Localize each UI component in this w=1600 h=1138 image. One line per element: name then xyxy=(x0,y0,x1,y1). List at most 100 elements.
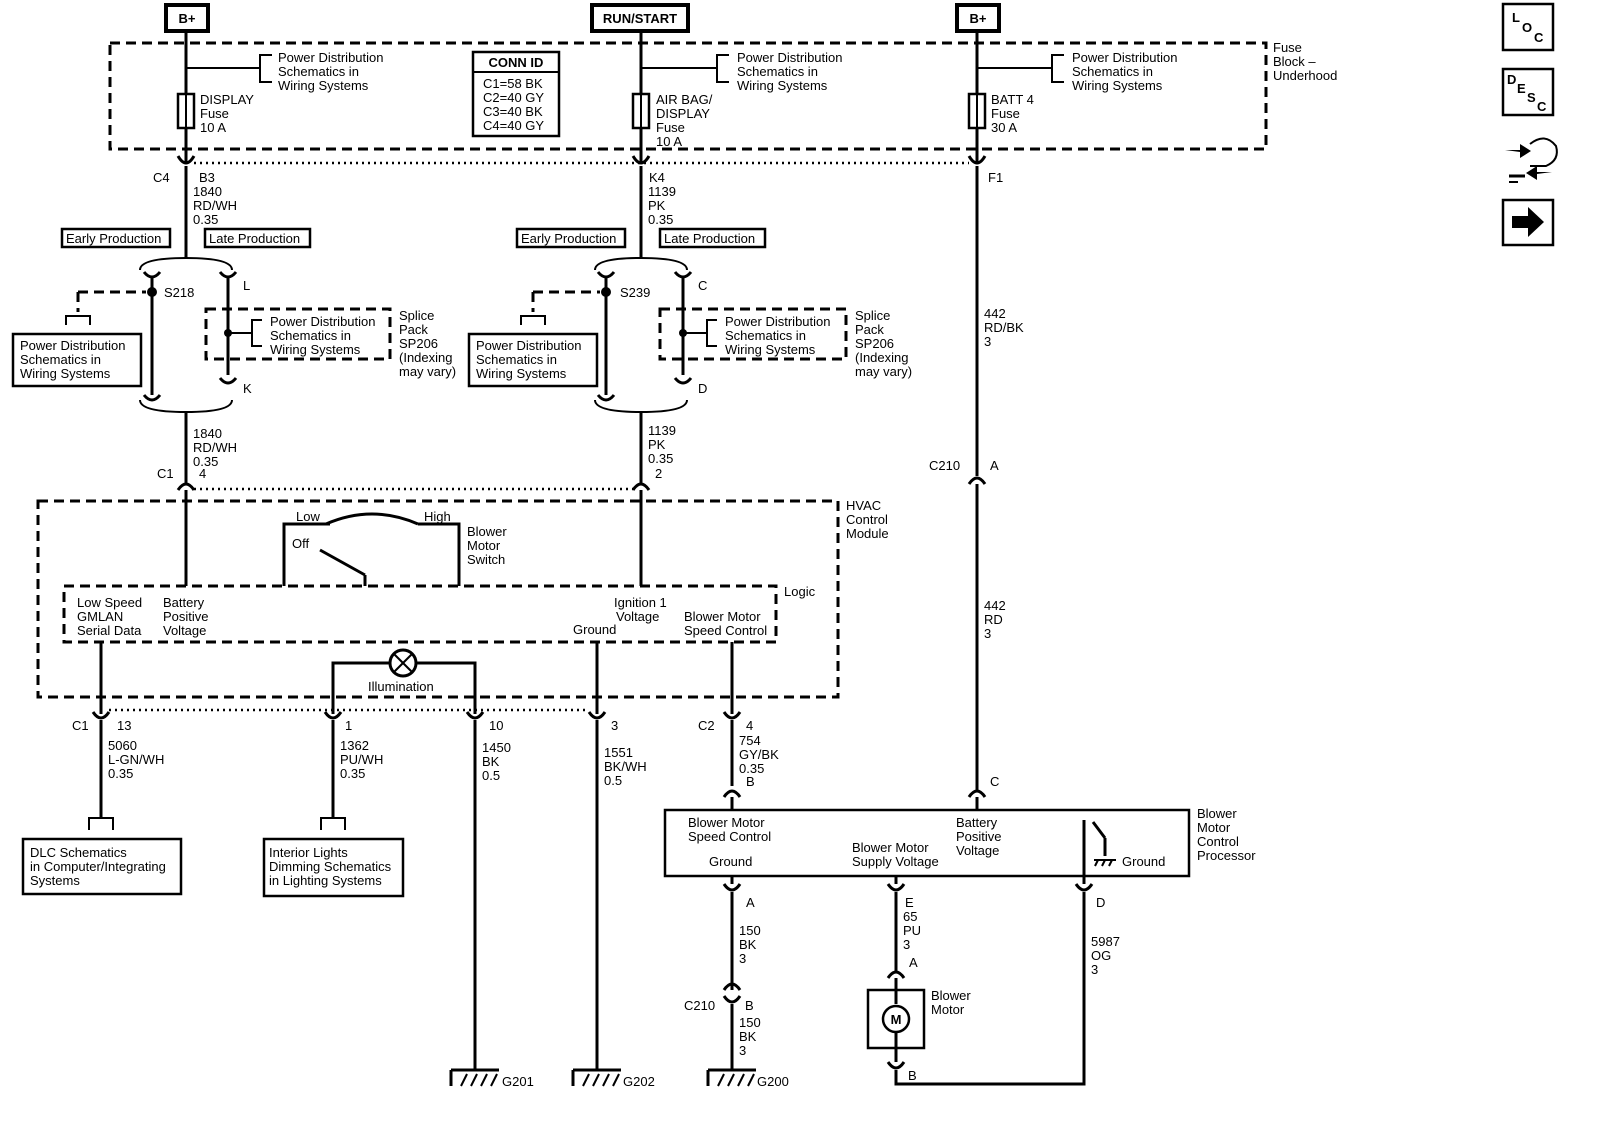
splice-pin-label: C xyxy=(698,278,707,293)
wire-442-bottom: 442 RD 3 xyxy=(984,598,1009,641)
svg-text:Blower Motor Switc: Blower Motor Switch xyxy=(467,524,510,567)
power-distribution-ref-splice-pack-right: Power Distribution Schematics in Wiring … xyxy=(725,314,834,357)
ground-label: G201 xyxy=(502,1074,534,1089)
logic-ignition-label: Ignition 1 Voltage xyxy=(614,595,670,624)
connector-pin-label: F1 xyxy=(988,170,1003,185)
splice-pin-label: K xyxy=(243,381,252,396)
connector-c4-b3 xyxy=(176,155,196,165)
connector-pin-label: 3 xyxy=(611,718,618,733)
next-arrow-icon[interactable] xyxy=(1501,198,1555,247)
connector-c1-pin10 xyxy=(465,711,485,720)
connector-pin-label: K4 xyxy=(649,170,665,185)
wire-1139-top: 1139 PK 0.35 xyxy=(648,184,680,227)
connector-pin-label: 1 xyxy=(345,718,352,733)
logic-speed-control-label: Blower Motor Speed Control xyxy=(684,609,767,638)
fuse-block-outline xyxy=(108,41,1268,151)
connector-c1-pin2 xyxy=(631,482,651,491)
svg-text:C1=58 BK C2=40 GY: C1=58 BK C2=40 GY C3=40 BK C4=40 GY xyxy=(483,76,547,133)
svg-text:C: C xyxy=(1534,30,1544,45)
power-label: RUN/START xyxy=(603,11,677,26)
loc-icon[interactable]: L O C xyxy=(1501,2,1555,52)
splice-pack-label-left: Splice Pack SP206 (Indexing may vary) xyxy=(399,308,456,379)
splice-pin-label: D xyxy=(698,381,707,396)
hvac-control-module-outline xyxy=(36,499,840,699)
power-distribution-ref-left-splice: Power Distribution Schematics in Wiring … xyxy=(11,332,143,388)
svg-text:Early Production: Early Production xyxy=(521,231,616,246)
connector-label: C4 xyxy=(153,170,170,185)
processor-speed-control-label: Blower Motor Speed Control xyxy=(688,815,771,844)
splice-s239-dot xyxy=(601,287,611,297)
power-distribution-ref-splice-pack-left: Power Distribution Schematics in Wiring … xyxy=(270,314,379,357)
conn-id-box: CONN ID C1=58 BK C2=40 GY C3=40 BK C4=40… xyxy=(471,50,561,138)
svg-text:Late Production: Late Production xyxy=(209,231,300,246)
connector-label: C210 xyxy=(684,998,715,1013)
svg-text:Interior Lights Dimming: Interior Lights Dimming Schematics in Li… xyxy=(269,845,395,888)
connector-pin-label: 2 xyxy=(655,466,662,481)
interior-lights-ref: Interior Lights Dimming Schematics in Li… xyxy=(262,837,405,898)
connector-label: C1 xyxy=(72,718,89,733)
connector-label: C210 xyxy=(929,458,960,473)
svg-text:D: D xyxy=(1507,72,1516,87)
early-production-label-left: Early Production xyxy=(60,227,172,249)
wire-1840-top: 1840 RD/WH 0.35 xyxy=(193,184,241,227)
logic-gmlan-label: Low Speed GMLAN Serial Data xyxy=(77,595,146,638)
wire-1450: 1450 BK 0.5 xyxy=(482,740,515,783)
late-production-label-right: Late Production xyxy=(658,227,767,249)
desc-icon[interactable]: D E S C xyxy=(1501,67,1555,117)
hvac-control-module-title: HVAC Control Module xyxy=(846,498,892,541)
connector-f1 xyxy=(967,155,987,165)
svg-text:Power Distribution Schem: Power Distribution Schematics in Wiring … xyxy=(20,338,129,381)
svg-text:Power Distribution Schem: Power Distribution Schematics in Wiring … xyxy=(278,50,387,93)
svg-text:Off: Off xyxy=(292,536,309,551)
svg-text:O: O xyxy=(1522,20,1532,35)
ground-label: G202 xyxy=(623,1074,655,1089)
processor-internal-ground-icon xyxy=(1082,820,1116,876)
connector-c210-a xyxy=(967,476,987,485)
connector-processor-a xyxy=(722,883,742,892)
svg-text:DLC Schematics in Comput: DLC Schematics in Computer/Integrating S… xyxy=(30,845,169,888)
wire-5060: 5060 L-GN/WH 0.35 xyxy=(108,738,168,781)
processor-ground-right-label: Ground xyxy=(1122,854,1165,869)
connector-processor-e xyxy=(886,883,906,892)
fuse-display: DISPLAY Fuse 10 A xyxy=(176,92,254,135)
ground-g201-icon: G201 xyxy=(449,1068,534,1089)
connector-label: C2 xyxy=(698,718,715,733)
connector-processor-b xyxy=(722,789,742,798)
svg-text:Late Production: Late Production xyxy=(664,231,755,246)
early-production-label-right: Early Production xyxy=(515,227,627,249)
svg-text:Blower Motor: Blower Motor xyxy=(931,988,974,1017)
wire-1551: 1551 BK/WH 0.5 xyxy=(604,745,650,788)
connector-c4-k4 xyxy=(631,155,651,165)
svg-text:L: L xyxy=(1512,10,1520,25)
power-label: B+ xyxy=(970,11,987,26)
connector-c1-pin4 xyxy=(176,482,196,491)
connector-pin-label: 4 xyxy=(746,718,753,733)
fuse-batt-4: BATT 4 Fuse 30 A xyxy=(967,92,1038,135)
processor-supply-voltage-label: Blower Motor Supply Voltage xyxy=(852,840,939,869)
connector-pin-label: B xyxy=(746,774,755,789)
illumination-lamp: Illumination xyxy=(331,648,477,714)
fuse-block-title: Fuse Block – Underhood xyxy=(1273,40,1337,83)
connector-c2-pin4 xyxy=(722,711,742,720)
splice-label: S239 xyxy=(620,285,650,300)
svg-text:Power Distribution Schem: Power Distribution Schematics in Wiring … xyxy=(1072,50,1181,93)
dlc-schematics-ref: DLC Schematics in Computer/Integrating S… xyxy=(21,837,183,896)
svg-text:M: M xyxy=(891,1012,902,1027)
power-distribution-ref-2: Power Distribution Schematics in Wiring … xyxy=(641,50,843,93)
connector-pin-label: C xyxy=(990,774,999,789)
wire-150-a: 150 BK 3 xyxy=(739,923,764,966)
connector-pin-label: B xyxy=(745,998,754,1013)
svg-text:S: S xyxy=(1527,90,1536,105)
svg-text:Power Distribution Schem: Power Distribution Schematics in Wiring … xyxy=(476,338,585,381)
wire-150-b: 150 BK 3 xyxy=(739,1015,764,1058)
svg-text:BATT 4 Fuse 30 A: BATT 4 Fuse 30 A xyxy=(991,92,1038,135)
power-distribution-ref-3: Power Distribution Schematics in Wiring … xyxy=(977,50,1181,93)
power-source-b-plus-left: B+ xyxy=(164,3,210,33)
connector-label: C1 xyxy=(157,466,174,481)
splice-pack-sp206-left xyxy=(204,307,392,361)
wire-1840-bottom: 1840 RD/WH 0.35 xyxy=(193,426,241,469)
connector-hand-icon[interactable] xyxy=(1505,137,1558,183)
connector-motor-b xyxy=(886,1061,906,1070)
ground-label: G200 xyxy=(757,1074,789,1089)
